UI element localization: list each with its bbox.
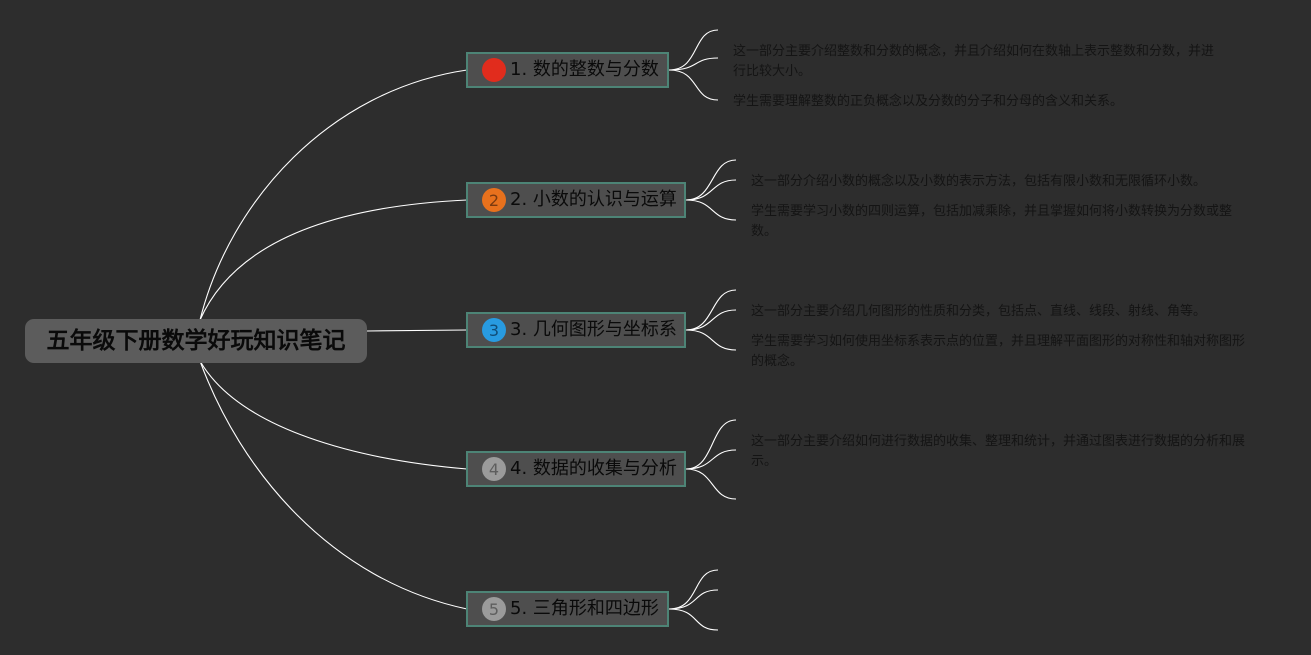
priority-badge-3: 3: [482, 318, 506, 342]
priority-badge-4: 4: [482, 457, 506, 481]
note-2-1[interactable]: 这一部分介绍小数的概念以及小数的表示方法，包括有限小数和无限循环小数。: [751, 174, 1207, 189]
connector-branch-5-fork-b: [668, 589, 719, 610]
connector-branch-3-fork-c: [685, 329, 737, 351]
branch-label-2: 2. 小数的认识与运算: [510, 189, 677, 210]
note-3-1[interactable]: 这一部分主要介绍几何图形的性质和分类，包括点、直线、线段、射线、角等。: [751, 304, 1207, 319]
branch-label-1: 1. 数的整数与分数: [510, 59, 659, 80]
connector-branch-1-fork-b: [668, 57, 719, 71]
connector-branch-5-fork-a: [668, 569, 719, 610]
priority-badge-2: 2: [482, 188, 506, 212]
connector-root-to-branch-2: [199, 199, 468, 321]
connector-root-to-branch-4: [199, 360, 468, 470]
connector-branch-2-fork-c: [685, 199, 737, 221]
branch-topic-1[interactable]: 1 1. 数的整数与分数: [466, 52, 669, 88]
note-1-1[interactable]: 这一部分主要介绍整数和分数的概念，并且介绍如何在数轴上表示整数和分数，并进行比较…: [733, 44, 1215, 79]
branch-topic-3[interactable]: 3 3. 几何图形与坐标系: [466, 312, 686, 348]
connector-root-to-branch-3: [366, 329, 468, 332]
root-topic[interactable]: 五年级下册数学好玩知识笔记: [25, 319, 367, 363]
connector-branch-2-fork-a: [685, 159, 737, 201]
connector-branch-2-fork-b: [685, 179, 737, 201]
priority-badge-1: 1: [482, 58, 506, 82]
connector-branch-1-fork-c: [668, 69, 719, 101]
connector-root-to-branch-5: [199, 360, 468, 610]
connector-branch-4-fork-b: [685, 449, 737, 470]
connector-branch-3-fork-b: [685, 309, 737, 331]
connector-branch-4-fork-a: [685, 419, 737, 470]
note-4-1[interactable]: 这一部分主要介绍如何进行数据的收集、整理和统计，并通过图表进行数据的分析和展示。: [751, 434, 1246, 469]
note-3-2[interactable]: 学生需要学习如何使用坐标系表示点的位置，并且理解平面图形的对称性和轴对称图形的概…: [751, 334, 1246, 369]
connector-branch-3-fork-a: [685, 289, 737, 331]
connector-branch-1-fork-a: [668, 29, 719, 71]
branch-topic-5[interactable]: 5 5. 三角形和四边形: [466, 591, 669, 627]
connector-root-to-branch-1: [199, 69, 468, 321]
branch-label-4: 4. 数据的收集与分析: [510, 458, 677, 479]
note-1-2[interactable]: 学生需要理解整数的正负概念以及分数的分子和分母的含义和关系。: [733, 94, 1124, 109]
branch-label-5: 5. 三角形和四边形: [510, 598, 659, 619]
branch-topic-2[interactable]: 2 2. 小数的认识与运算: [466, 182, 686, 218]
connector-branch-4-fork-c: [685, 468, 737, 500]
priority-badge-5: 5: [482, 597, 506, 621]
branch-label-3: 3. 几何图形与坐标系: [510, 319, 677, 340]
branch-topic-4[interactable]: 4 4. 数据的收集与分析: [466, 451, 686, 487]
connector-branch-5-fork-c: [668, 608, 719, 631]
note-2-2[interactable]: 学生需要学习小数的四则运算，包括加减乘除，并且掌握如何将小数转换为分数或整数。: [751, 204, 1233, 239]
